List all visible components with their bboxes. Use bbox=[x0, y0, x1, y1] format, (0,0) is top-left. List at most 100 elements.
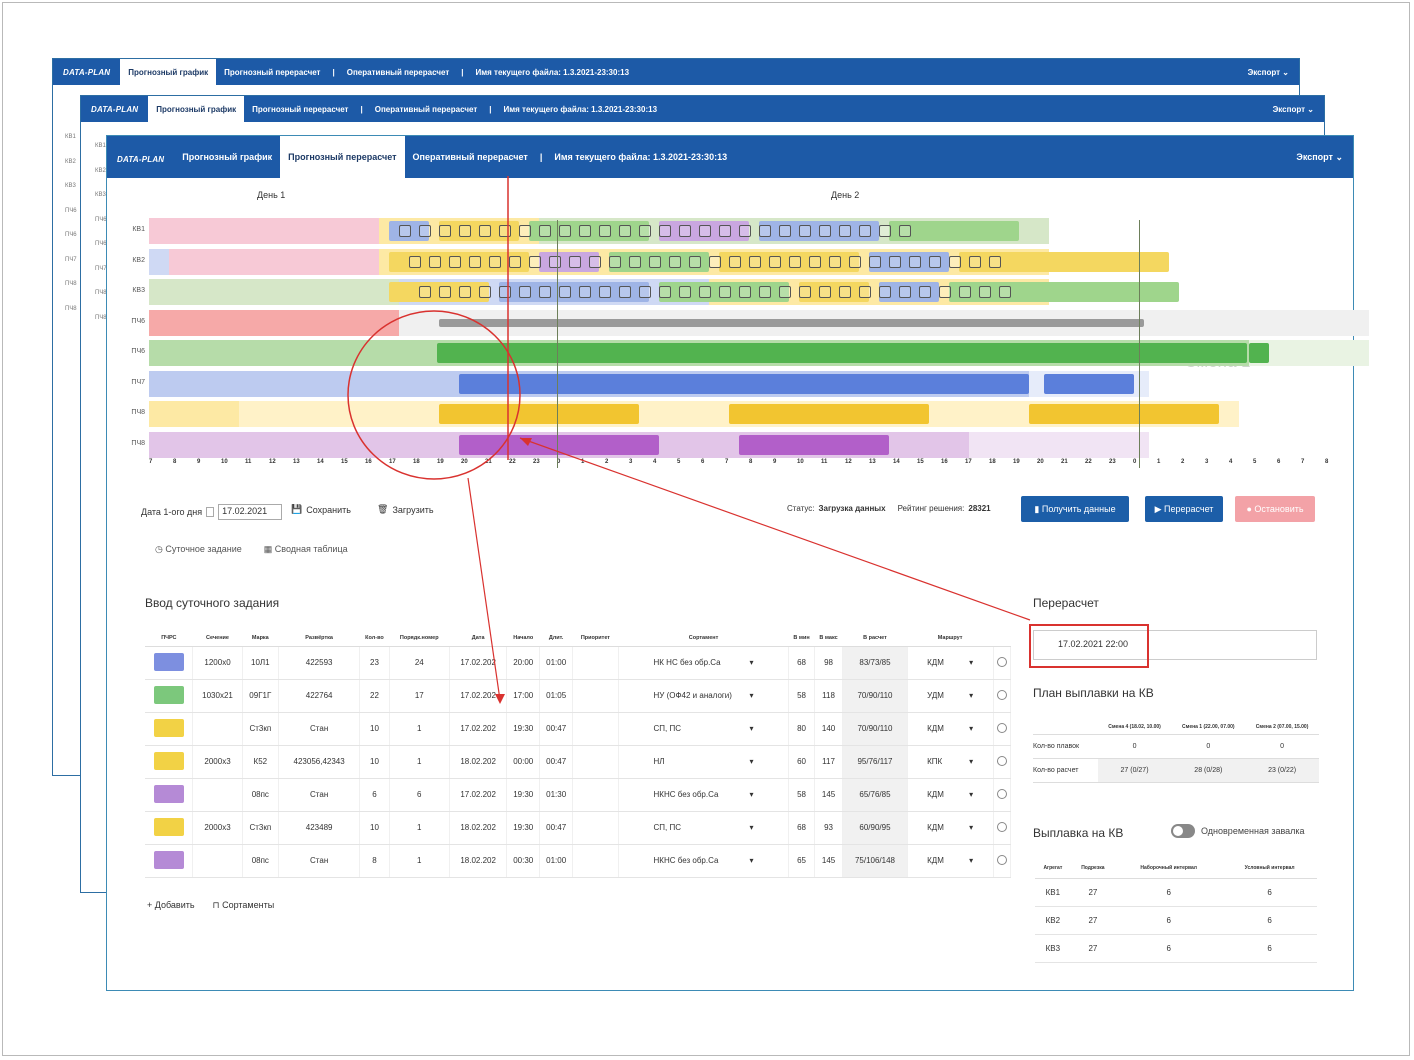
export-menu[interactable]: Экспорт ⌄ bbox=[1247, 67, 1289, 77]
tab-forecast-recalc[interactable]: Прогнозный перерасчет bbox=[252, 104, 349, 114]
gantt-heat-marker[interactable] bbox=[739, 225, 751, 237]
gantt-heat-marker[interactable] bbox=[779, 225, 791, 237]
gantt-heat-marker[interactable] bbox=[839, 286, 851, 298]
gantt-heat-marker[interactable] bbox=[419, 225, 431, 237]
table-cell[interactable] bbox=[145, 778, 194, 812]
table-cell[interactable] bbox=[993, 844, 1012, 878]
color-chip[interactable] bbox=[153, 784, 184, 803]
delete-icon[interactable] bbox=[996, 656, 1007, 667]
gantt-heat-marker[interactable] bbox=[459, 286, 471, 298]
gantt-heat-marker[interactable] bbox=[989, 255, 1001, 268]
gantt-heat-marker[interactable] bbox=[799, 286, 811, 298]
gantt-heat-marker[interactable] bbox=[759, 286, 771, 298]
table-cell[interactable]: КДМ▾ bbox=[907, 646, 994, 680]
column-header[interactable]: Сортамент bbox=[618, 630, 789, 647]
delete-icon[interactable] bbox=[996, 788, 1007, 799]
table-cell[interactable] bbox=[145, 811, 194, 845]
gantt-heat-marker[interactable] bbox=[729, 255, 741, 268]
gantt-heat-marker[interactable] bbox=[639, 225, 651, 237]
table-cell[interactable] bbox=[145, 646, 194, 680]
gantt-heat-marker[interactable] bbox=[919, 286, 931, 298]
sortament-select[interactable]: НКНС без обр.Са▾ bbox=[653, 856, 754, 865]
table-cell[interactable] bbox=[145, 844, 194, 878]
table-cell[interactable]: НЛ▾ bbox=[618, 745, 790, 779]
sortament-select[interactable]: СП, ПС▾ bbox=[653, 823, 754, 832]
recalc-button[interactable]: ▶ Перерасчет bbox=[1145, 496, 1223, 522]
table-cell[interactable]: НКНС без обр.Са▾ bbox=[618, 844, 790, 878]
gantt-task-block[interactable] bbox=[799, 282, 869, 302]
tab-forecast-schedule[interactable]: Прогнозный график bbox=[182, 152, 273, 162]
table-cell[interactable]: КДМ▾ bbox=[907, 811, 994, 845]
gantt-heat-marker[interactable] bbox=[659, 225, 671, 237]
table-cell[interactable] bbox=[993, 646, 1012, 680]
gantt-heat-marker[interactable] bbox=[909, 255, 921, 268]
gantt-heat-marker[interactable] bbox=[499, 286, 511, 298]
table-cell[interactable]: УДМ▾ bbox=[907, 679, 994, 713]
gantt-task-block[interactable] bbox=[659, 282, 789, 302]
export-menu[interactable]: Экспорт ⌄ bbox=[1272, 104, 1314, 114]
gantt-heat-marker[interactable] bbox=[549, 255, 561, 268]
gantt-heat-marker[interactable] bbox=[519, 225, 531, 237]
gantt-heat-marker[interactable] bbox=[879, 286, 891, 298]
table-cell[interactable]: КДМ▾ bbox=[907, 778, 994, 812]
tab-forecast-recalc[interactable]: Прогнозный перерасчет bbox=[224, 67, 321, 77]
sortament-select[interactable]: НК НС без обр.Са▾ bbox=[653, 658, 754, 667]
recalc-datetime-input[interactable]: 17.02.2021 22:00 bbox=[1033, 630, 1317, 660]
table-cell[interactable] bbox=[993, 811, 1012, 845]
get-data-button[interactable]: ▮ Получить данные bbox=[1021, 496, 1129, 522]
gantt-heat-marker[interactable] bbox=[999, 286, 1011, 298]
gantt-task-block[interactable] bbox=[439, 318, 1144, 327]
gantt-heat-marker[interactable] bbox=[899, 286, 911, 298]
tab-summary-table[interactable]: ▦ Сводная таблица bbox=[263, 544, 348, 554]
table-cell[interactable] bbox=[145, 679, 194, 713]
table-cell[interactable]: НКНС без обр.Са▾ bbox=[618, 778, 790, 812]
save-button[interactable]: 💾 Сохранить bbox=[291, 504, 351, 515]
gantt-heat-marker[interactable] bbox=[879, 225, 891, 237]
gantt-heat-marker[interactable] bbox=[709, 255, 721, 268]
gantt-heat-marker[interactable] bbox=[589, 255, 601, 268]
color-chip[interactable] bbox=[153, 685, 184, 704]
gantt-heat-marker[interactable] bbox=[929, 255, 941, 268]
table-cell[interactable]: СП, ПС▾ bbox=[618, 811, 790, 845]
gantt-task-block[interactable] bbox=[729, 404, 929, 424]
sortament-select[interactable]: НКНС без обр.Са▾ bbox=[653, 790, 754, 799]
color-chip[interactable] bbox=[153, 850, 184, 869]
add-button[interactable]: + Добавить bbox=[147, 900, 195, 910]
gantt-heat-marker[interactable] bbox=[899, 225, 911, 237]
gantt-heat-marker[interactable] bbox=[889, 255, 901, 268]
gantt-task-block[interactable] bbox=[439, 404, 639, 424]
column-header[interactable]: Дата bbox=[449, 630, 507, 647]
table-cell[interactable]: КДМ▾ bbox=[907, 712, 994, 746]
gantt-heat-marker[interactable] bbox=[619, 225, 631, 237]
column-header[interactable]: Маршрут bbox=[907, 630, 994, 647]
tab-forecast-recalc[interactable]: Прогнозный перерасчет bbox=[280, 136, 405, 178]
column-header[interactable]: Марка bbox=[242, 630, 279, 647]
gantt-heat-marker[interactable] bbox=[859, 225, 871, 237]
gantt-heat-marker[interactable] bbox=[449, 255, 461, 268]
gantt-task-block[interactable] bbox=[437, 343, 1247, 363]
gantt-heat-marker[interactable] bbox=[539, 286, 551, 298]
gantt-heat-marker[interactable] bbox=[529, 255, 541, 268]
tab-daily-task[interactable]: ◷ Суточное задание bbox=[155, 544, 242, 554]
gantt-heat-marker[interactable] bbox=[869, 255, 881, 268]
gantt-task-block[interactable] bbox=[459, 434, 659, 455]
tab-operative-recalc[interactable]: Оперативный перерасчет bbox=[374, 104, 478, 114]
gantt-heat-marker[interactable] bbox=[699, 225, 711, 237]
gantt-heat-marker[interactable] bbox=[609, 255, 621, 268]
route-select[interactable]: КДМ▾ bbox=[927, 658, 974, 667]
sortament-select[interactable]: НУ (ОФ42 и аналоги)▾ bbox=[653, 691, 754, 700]
gantt-heat-marker[interactable] bbox=[429, 255, 441, 268]
gantt-heat-marker[interactable] bbox=[439, 225, 451, 237]
gantt-heat-marker[interactable] bbox=[769, 255, 781, 268]
gantt-heat-marker[interactable] bbox=[559, 225, 571, 237]
route-select[interactable]: КДМ▾ bbox=[927, 724, 974, 733]
tab-operative-recalc[interactable]: Оперативный перерасчет bbox=[346, 67, 450, 77]
tab-operative-recalc[interactable]: Оперативный перерасчет bbox=[412, 152, 528, 162]
gantt-heat-marker[interactable] bbox=[849, 255, 861, 268]
sortament-select[interactable]: НЛ▾ bbox=[653, 757, 754, 766]
table-cell[interactable] bbox=[993, 745, 1012, 779]
gantt-heat-marker[interactable] bbox=[469, 255, 481, 268]
route-select[interactable]: КДМ▾ bbox=[927, 790, 974, 799]
